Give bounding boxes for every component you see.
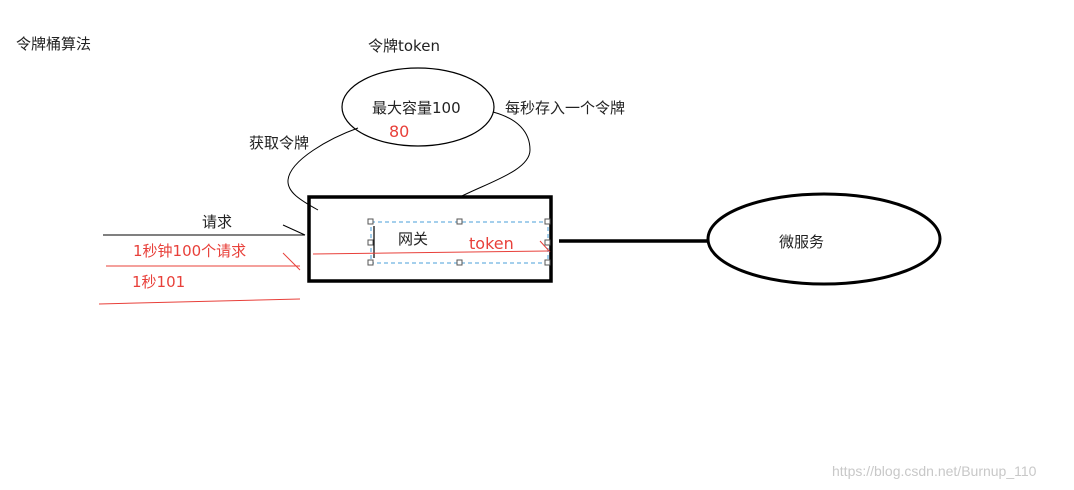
request-label: 请求: [202, 213, 233, 231]
microservice-ellipse: [706, 192, 942, 286]
request-rate-2: 1秒101: [132, 273, 186, 291]
refill-label: 每秒存入一个令牌: [505, 99, 626, 117]
red-request-through: [312, 250, 549, 255]
microservice-label: 微服务: [779, 233, 825, 251]
request-arrow-head: [282, 224, 306, 236]
refill-curve: [461, 111, 531, 197]
bucket-label: 令牌token: [368, 37, 440, 55]
request-rate-1: 1秒钟100个请求: [133, 242, 247, 260]
fetch-token-label: 获取令牌: [249, 134, 310, 152]
watermark-url: https://blog.csdn.net/Burnup_110: [832, 463, 1037, 479]
diagram-title: 令牌桶算法: [16, 35, 92, 53]
gateway-label: 网关: [398, 230, 429, 248]
rate2-underline: [98, 298, 301, 305]
bucket-capacity: 最大容量100: [372, 99, 461, 117]
token-bucket-ellipse: [341, 67, 495, 147]
red-arrow-tip: [539, 240, 551, 253]
fetch-token-curve: [287, 127, 359, 211]
gateway-token-label: token: [469, 234, 514, 253]
gateway-box: [307, 195, 553, 283]
selection-handles: [367, 218, 551, 266]
bucket-current-count: 80: [389, 122, 410, 141]
red-slash: [282, 252, 301, 271]
